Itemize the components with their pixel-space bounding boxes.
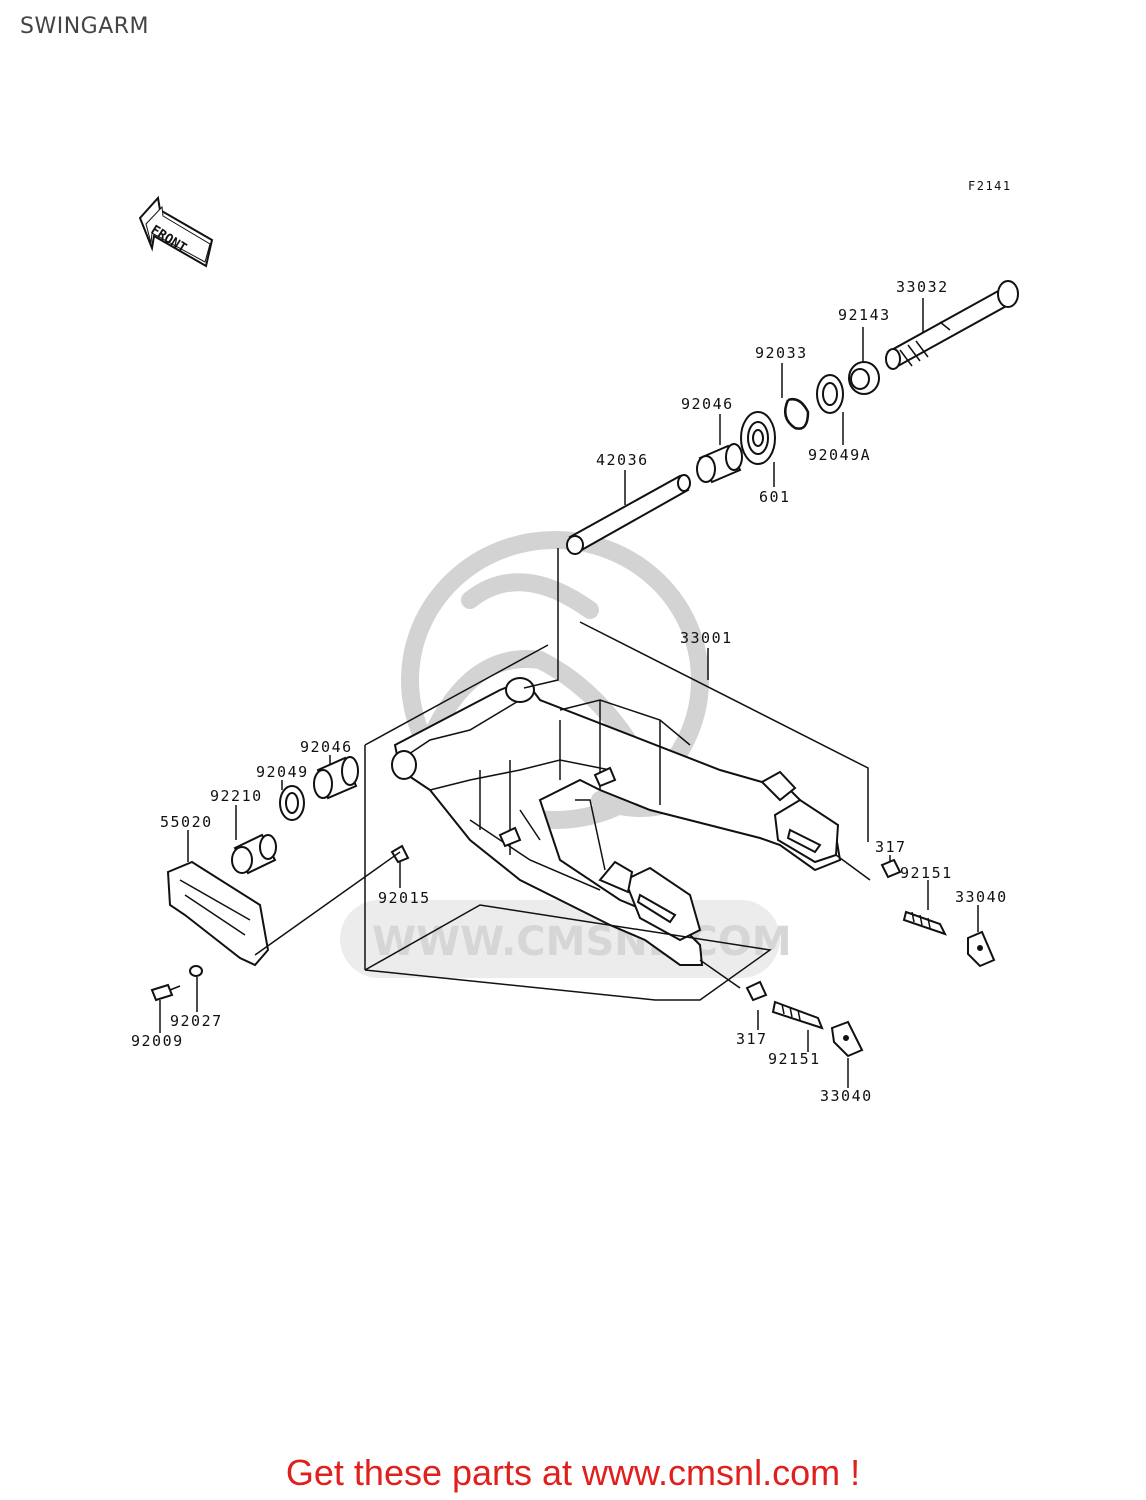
adjuster-nut-right bbox=[880, 858, 902, 879]
needle-bearing-lower bbox=[313, 756, 359, 800]
label-92049A: 92049A bbox=[808, 446, 871, 464]
collar bbox=[848, 361, 880, 395]
label-92049: 92049 bbox=[256, 763, 309, 781]
label-92046-lower: 92046 bbox=[300, 738, 353, 756]
oil-seal bbox=[816, 374, 844, 414]
label-92015: 92015 bbox=[378, 889, 431, 907]
chain-guard bbox=[166, 860, 270, 967]
ball-bearing bbox=[740, 411, 776, 465]
label-92009: 92009 bbox=[131, 1032, 184, 1050]
label-92151-right: 92151 bbox=[900, 864, 953, 882]
label-42036: 42036 bbox=[596, 451, 649, 469]
adjuster-bolt-right bbox=[902, 910, 947, 936]
leader-lines bbox=[159, 298, 979, 1088]
label-33040-right: 33040 bbox=[955, 888, 1008, 906]
adjuster-nut-left bbox=[745, 980, 768, 1002]
bushing bbox=[390, 844, 410, 864]
swingarm bbox=[391, 677, 842, 966]
label-92151-left: 92151 bbox=[768, 1050, 821, 1068]
label-92046-top: 92046 bbox=[681, 395, 734, 413]
label-317-left: 317 bbox=[736, 1030, 768, 1048]
label-33040-left: 33040 bbox=[820, 1087, 873, 1105]
label-92210: 92210 bbox=[210, 787, 263, 805]
figure-code: F2141 bbox=[968, 179, 1012, 193]
watermark-text: WWW.CMSNL.COM bbox=[372, 919, 792, 965]
label-92027: 92027 bbox=[170, 1012, 223, 1030]
needle-bearing-top bbox=[696, 443, 743, 484]
grease-seal bbox=[279, 785, 305, 821]
adjuster-bolt-left bbox=[771, 1000, 824, 1030]
screw bbox=[150, 983, 181, 1002]
label-92033: 92033 bbox=[755, 344, 808, 362]
label-33001: 33001 bbox=[680, 629, 733, 647]
circlip bbox=[783, 398, 810, 430]
label-33032: 33032 bbox=[896, 278, 949, 296]
label-601: 601 bbox=[759, 488, 791, 506]
adjuster-plate-right bbox=[967, 930, 996, 968]
label-92143: 92143 bbox=[838, 306, 891, 324]
label-317-right: 317 bbox=[875, 838, 907, 856]
page-title: SWINGARM bbox=[20, 14, 150, 39]
washer bbox=[189, 965, 203, 977]
label-55020: 55020 bbox=[160, 813, 213, 831]
adjuster-plate-left bbox=[830, 1020, 864, 1058]
front-arrow-icon: FRONT bbox=[138, 195, 214, 268]
pivot-shaft bbox=[885, 280, 1019, 370]
footer-link[interactable]: Get these parts at www.cmsnl.com ! bbox=[285, 1452, 861, 1493]
pivot-collar bbox=[231, 833, 277, 875]
pivot-sleeve bbox=[566, 474, 691, 555]
